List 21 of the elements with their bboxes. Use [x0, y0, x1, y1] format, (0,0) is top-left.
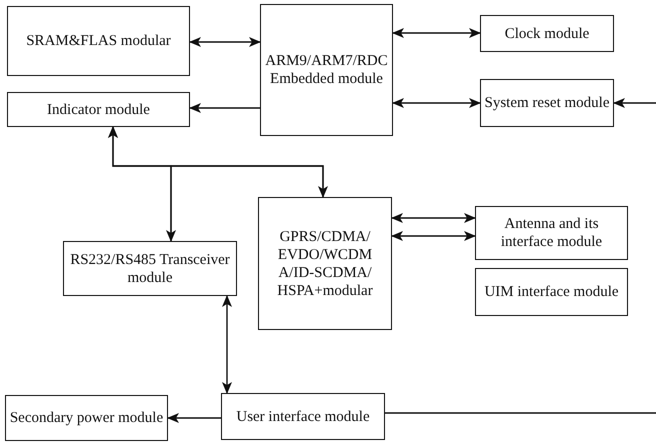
module-box: UIM interface module	[475, 268, 628, 316]
connector-arrow	[167, 413, 221, 423]
module-box: User interface module	[221, 393, 385, 440]
module-box: System reset module	[480, 79, 614, 127]
connector-arrow	[222, 295, 232, 394]
module-box: Clock module	[480, 15, 614, 52]
module-box: ARM9/ARM7/RDC Embedded module	[260, 4, 393, 136]
connector-arrow	[392, 28, 481, 38]
connector-arrow	[392, 98, 481, 108]
module-box: Indicator module	[7, 92, 190, 127]
connector-arrow	[189, 37, 261, 47]
connector-arrow	[613, 98, 656, 108]
module-box: GPRS/CDMA/EVDO/WCDMA/ID-SCDMA/HSPA+modular	[258, 197, 392, 330]
module-box: Secondary power module	[5, 395, 168, 441]
connector-arrow	[189, 103, 260, 113]
connector-arrow	[391, 231, 476, 241]
connector-arrow	[391, 213, 476, 223]
module-box: Antenna and its interface module	[475, 206, 628, 260]
module-box: SRAM&FLAS modular	[7, 6, 190, 76]
module-box: RS232/RS485 Transceiver module	[63, 241, 237, 296]
connector-arrow	[166, 165, 328, 242]
